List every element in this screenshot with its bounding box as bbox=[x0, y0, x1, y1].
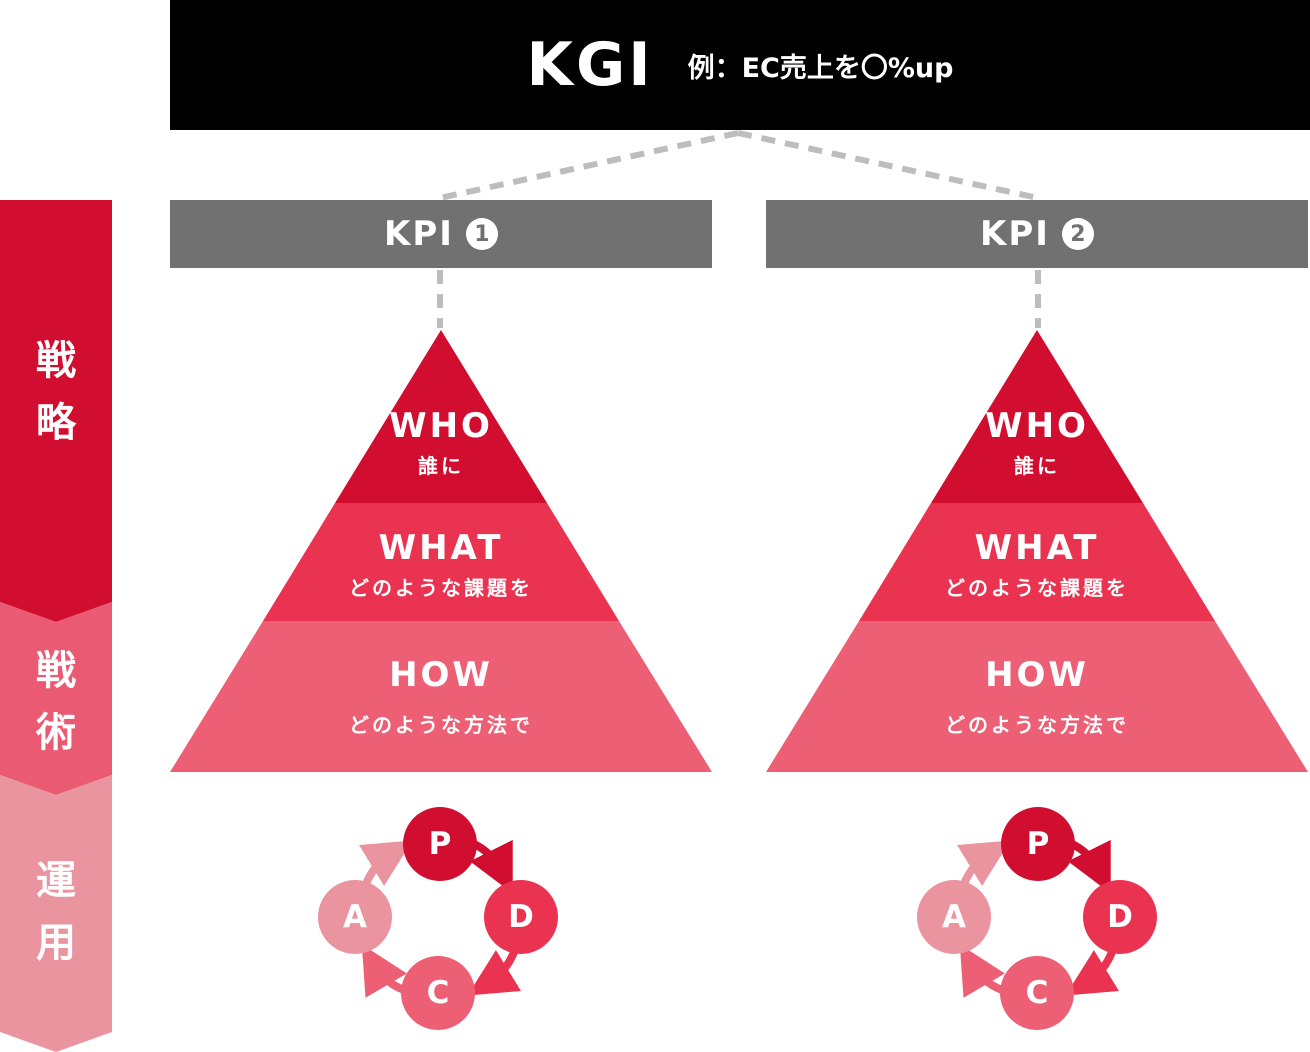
connector-kgi-kpi2 bbox=[737, 130, 1039, 201]
pdca-2-act-node: A bbox=[917, 880, 991, 954]
stage-column: 戦略 戦術 運用 bbox=[0, 0, 112, 1052]
stage-strategy-label: 戦略 bbox=[36, 338, 76, 446]
pyramid-1-how-layer bbox=[170, 621, 712, 772]
pdca-2-plan-node: P bbox=[1001, 807, 1075, 881]
kgi-subtitle: 例：EC売上を〇%up bbox=[687, 52, 954, 84]
stage-operation-shape bbox=[0, 775, 112, 1052]
stage-tactics-shape bbox=[0, 602, 112, 795]
pdca-2-arrow-d-c bbox=[1065, 950, 1119, 996]
pyramid-1-what-text: WHAT どのような課題を bbox=[349, 528, 533, 600]
kpi-2-number-badge: 2 bbox=[1061, 218, 1094, 250]
pdca-1-do-node: D bbox=[484, 880, 558, 954]
connectors bbox=[437, 130, 1041, 328]
pyramid-2-what-layer bbox=[859, 503, 1215, 621]
pyramid-1-how-text: HOW どのような方法で bbox=[349, 655, 533, 737]
kpi-1-box: KPI 1 bbox=[170, 200, 712, 268]
pyramid-2-how-layer bbox=[766, 621, 1308, 772]
pdca-2-arrow-a-p bbox=[957, 840, 1011, 886]
pdca-1-arrow-c-a bbox=[361, 944, 407, 998]
pyramid-2-how-text: HOW どのような方法で bbox=[945, 655, 1129, 737]
kgi-title: KGI bbox=[526, 30, 654, 100]
pyramid-2-who-text: WHO 誰に bbox=[985, 406, 1089, 478]
pyramid-2 bbox=[766, 330, 1308, 772]
kpi-2-box: KPI 2 bbox=[766, 200, 1308, 268]
connector-kgi-kpi1 bbox=[439, 130, 739, 201]
pyramid-2-what-text: WHAT どのような課題を bbox=[945, 528, 1129, 600]
pyramid-2-who-layer bbox=[931, 330, 1143, 503]
kpi-1-number-badge: 1 bbox=[465, 218, 498, 250]
pyramid-1-what-layer bbox=[263, 503, 619, 621]
pyramid-1-who-text: WHO 誰に bbox=[389, 406, 493, 478]
pyramid-1-who-layer bbox=[335, 330, 547, 503]
pdca-1-arrow-a-p bbox=[359, 840, 413, 886]
pdca-2-arrow-c-a bbox=[959, 944, 1005, 998]
pdca-1-check-node: C bbox=[401, 956, 475, 1030]
pyramid-1 bbox=[170, 330, 712, 772]
pdca-2-check-node: C bbox=[1000, 956, 1074, 1030]
pdca-1-plan-node: P bbox=[403, 807, 477, 881]
kpi-1-label: KPI bbox=[384, 214, 454, 254]
stage-operation-label: 運用 bbox=[36, 858, 76, 966]
pdca-2-do-node: D bbox=[1083, 880, 1157, 954]
pdca-1-arrows bbox=[359, 839, 521, 998]
pdca-1-arrow-d-c bbox=[467, 950, 521, 996]
stage-tactics-label: 戦術 bbox=[36, 648, 76, 756]
pdca-1-act-node: A bbox=[318, 880, 392, 954]
stage-arrows bbox=[0, 200, 112, 1052]
kpi-2-label: KPI bbox=[980, 214, 1050, 254]
kgi-box: KGI 例：EC売上を〇%up bbox=[170, 0, 1310, 130]
stage-strategy-shape bbox=[0, 200, 112, 622]
